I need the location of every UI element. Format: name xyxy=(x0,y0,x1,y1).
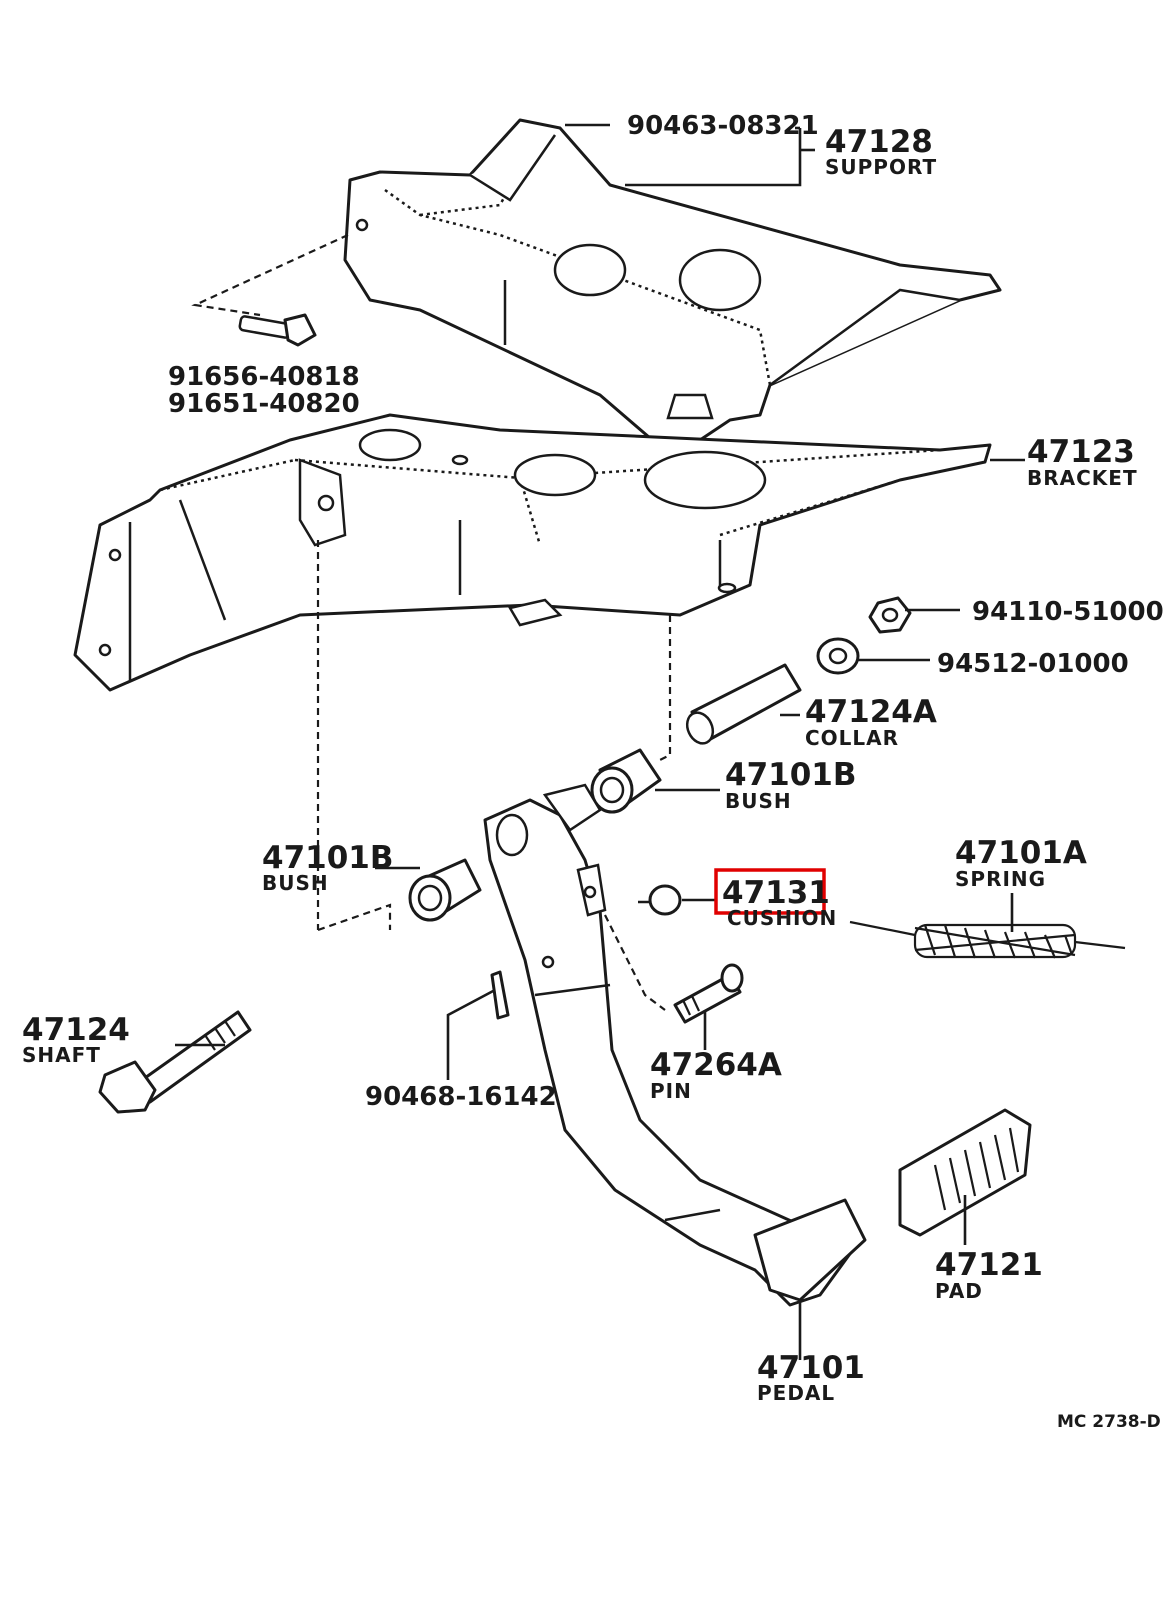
label-bracket-name: BRACKET xyxy=(1027,466,1138,490)
pad-part xyxy=(898,1108,1032,1237)
label-bracket-number: 47123 xyxy=(1027,434,1135,470)
label-support-name: SUPPORT xyxy=(825,155,937,179)
label-bush-left-name: BUSH xyxy=(262,871,329,895)
label-bush-right-name: BUSH xyxy=(725,789,792,813)
support-part xyxy=(343,118,1002,442)
label-bush-left-number: 47101B xyxy=(262,840,393,876)
diagram-reference-code: MC 2738-D xyxy=(1057,1412,1161,1432)
label-clip-90468: 90468-16142 xyxy=(365,1082,557,1112)
pin-part xyxy=(673,963,744,1024)
shaft-part xyxy=(98,1010,252,1114)
bolt-91656-part xyxy=(238,313,317,347)
pedal-part xyxy=(483,783,867,1307)
clip-90468-part xyxy=(490,970,510,1020)
collar-part xyxy=(685,663,802,745)
label-pad-name: PAD xyxy=(935,1279,983,1303)
bush-right-part xyxy=(590,748,662,814)
label-collar-name: COLLAR xyxy=(805,726,899,750)
label-pedal-number: 47101 xyxy=(757,1350,865,1386)
label-shaft-number: 47124 xyxy=(22,1012,130,1048)
label-pedal-name: PEDAL xyxy=(757,1381,835,1405)
label-collar-number: 47124A xyxy=(805,694,937,730)
label-bush-right-number: 47101B xyxy=(725,757,856,793)
label-support-number: 47128 xyxy=(825,124,933,160)
cushion-part xyxy=(638,884,682,916)
label-bolt-91651: 91651-40820 xyxy=(168,389,360,419)
label-shaft-name: SHAFT xyxy=(22,1043,101,1067)
bracket-part xyxy=(73,413,992,692)
leader-lines xyxy=(175,123,1025,1360)
label-cushion-name: CUSHION xyxy=(727,906,837,930)
label-screw-90463: 90463-08321 xyxy=(627,111,819,141)
bush-left-part xyxy=(408,858,482,922)
label-pin-number: 47264A xyxy=(650,1047,782,1083)
label-bolt-91656: 91656-40818 xyxy=(168,362,360,392)
nut-94110-part xyxy=(868,596,912,634)
washer-94512-part xyxy=(816,637,860,675)
label-pin-name: PIN xyxy=(650,1079,692,1103)
assembly-lines xyxy=(191,233,672,1011)
label-cushion-number: 47131 xyxy=(722,875,830,911)
label-pad-number: 47121 xyxy=(935,1247,1043,1283)
label-spring-number: 47101A xyxy=(955,835,1087,871)
label-washer-94512: 94512-01000 xyxy=(937,649,1129,679)
label-spring-name: SPRING xyxy=(955,867,1046,891)
spring-part xyxy=(849,920,1126,959)
highlight-box-47131 xyxy=(714,868,826,915)
label-nut-94110: 94110-51000 xyxy=(972,597,1164,627)
